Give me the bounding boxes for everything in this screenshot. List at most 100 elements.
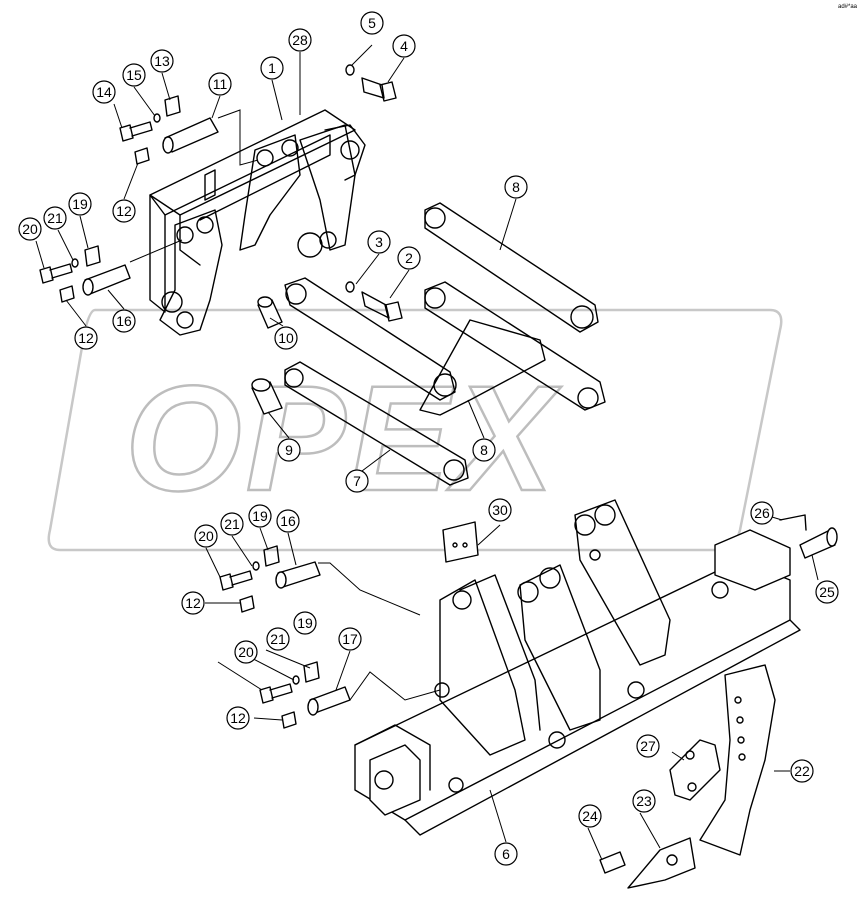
svg-text:30: 30 — [492, 502, 508, 518]
lift-arm-lower — [284, 277, 457, 401]
washers-upper — [71, 64, 355, 293]
grease-fittings-lower — [239, 595, 297, 729]
callout-1: 1 — [260, 56, 284, 80]
svg-text:20: 20 — [198, 528, 214, 544]
svg-text:1: 1 — [268, 60, 276, 76]
callout-19-b: 19 — [248, 504, 272, 528]
svg-text:16: 16 — [116, 313, 132, 329]
lift-arm-right — [419, 281, 606, 416]
bolt-4 — [361, 77, 397, 102]
pin-11 — [162, 117, 219, 154]
svg-text:6: 6 — [502, 846, 510, 862]
decal-plate-30 — [442, 521, 479, 563]
svg-text:12: 12 — [78, 330, 94, 346]
svg-text:24: 24 — [582, 808, 598, 824]
callout-23: 23 — [632, 789, 656, 813]
callout-21-b: 21 — [220, 512, 244, 536]
callout-19-c: 19 — [293, 611, 317, 635]
svg-text:11: 11 — [213, 76, 228, 92]
bolt-14 — [119, 121, 153, 142]
svg-text:20: 20 — [238, 644, 254, 660]
svg-text:9: 9 — [285, 442, 293, 458]
callout-14: 14 — [92, 80, 116, 104]
callout-13: 13 — [150, 49, 174, 73]
svg-text:22: 22 — [794, 763, 810, 779]
svg-text:27: 27 — [640, 738, 656, 754]
callout-28: 28 — [288, 28, 312, 52]
svg-text:21: 21 — [47, 210, 63, 226]
bushing-9 — [251, 378, 283, 415]
svg-text:3: 3 — [375, 234, 383, 250]
callout-21-c: 21 — [266, 627, 290, 651]
callout-24: 24 — [578, 804, 602, 828]
callout-21-a: 21 — [43, 206, 67, 230]
callout-11: 11 — [208, 72, 232, 96]
svg-text:12: 12 — [116, 203, 132, 219]
svg-text:10: 10 — [278, 330, 294, 346]
shank-22 — [699, 664, 776, 856]
pin-17 — [307, 686, 351, 716]
callout-26: 26 — [750, 501, 774, 525]
svg-text:23: 23 — [636, 793, 652, 809]
callout-4: 4 — [392, 34, 416, 58]
svg-text:8: 8 — [512, 179, 520, 195]
link-arm-7 — [284, 361, 469, 486]
clamp-27 — [669, 739, 721, 801]
svg-text:26: 26 — [754, 505, 770, 521]
svg-text:20: 20 — [22, 221, 38, 237]
svg-text:12: 12 — [185, 595, 201, 611]
callout-19-a: 19 — [68, 192, 92, 216]
callout-20-c: 20 — [234, 640, 258, 664]
pin-25 — [799, 527, 838, 559]
callout-12-c: 12 — [181, 591, 205, 615]
mounting-bracket-center — [517, 564, 601, 731]
callout-22: 22 — [790, 759, 814, 783]
callout-9: 9 — [277, 438, 301, 462]
clip-26 — [779, 514, 807, 531]
svg-text:19: 19 — [72, 196, 88, 212]
bushing-10 — [257, 296, 283, 329]
bolt-2 — [361, 291, 403, 322]
callout-12-b: 12 — [74, 326, 98, 350]
callout-16-upper: 16 — [112, 309, 136, 333]
link-plate-right — [324, 124, 366, 181]
svg-text:19: 19 — [297, 615, 313, 631]
svg-text:4: 4 — [400, 38, 408, 54]
callout-15: 15 — [122, 63, 146, 87]
svg-text:21: 21 — [224, 516, 240, 532]
svg-text:19: 19 — [252, 508, 268, 524]
mounting-bracket-left — [434, 574, 541, 756]
svg-text:17: 17 — [342, 631, 358, 647]
leader-lines — [35, 44, 819, 861]
callout-25: 25 — [815, 580, 839, 604]
svg-text:15: 15 — [126, 67, 142, 83]
callout-17: 17 — [338, 627, 362, 651]
svg-text:21: 21 — [270, 631, 286, 647]
svg-text:12: 12 — [230, 710, 246, 726]
callout-5: 5 — [360, 11, 384, 35]
bolt-24 — [599, 851, 626, 874]
grease-fittings-upper — [59, 147, 150, 303]
svg-text:16: 16 — [280, 513, 296, 529]
callout-12-d: 12 — [226, 706, 250, 730]
callout-30: 30 — [488, 498, 512, 522]
mounting-bracket-right — [574, 499, 671, 666]
callout-16-lower: 16 — [276, 509, 300, 533]
callout-12-a: 12 — [112, 199, 136, 223]
link-plate-center — [239, 124, 356, 258]
pin-16-lower — [275, 561, 321, 589]
mounting-frame — [149, 109, 356, 313]
bolts-20-lower — [219, 570, 293, 704]
callout-8-upper: 8 — [504, 175, 528, 199]
point-23 — [627, 837, 696, 889]
bolt-20-upper — [39, 263, 73, 284]
svg-text:28: 28 — [292, 32, 308, 48]
svg-text:13: 13 — [154, 53, 170, 69]
pin-16-upper — [82, 264, 131, 296]
lift-arm-upper — [424, 202, 599, 333]
toolbar-frame — [354, 529, 801, 836]
callout-2: 2 — [397, 246, 421, 270]
callout-3: 3 — [367, 230, 391, 254]
callout-8-lower: 8 — [472, 438, 496, 462]
